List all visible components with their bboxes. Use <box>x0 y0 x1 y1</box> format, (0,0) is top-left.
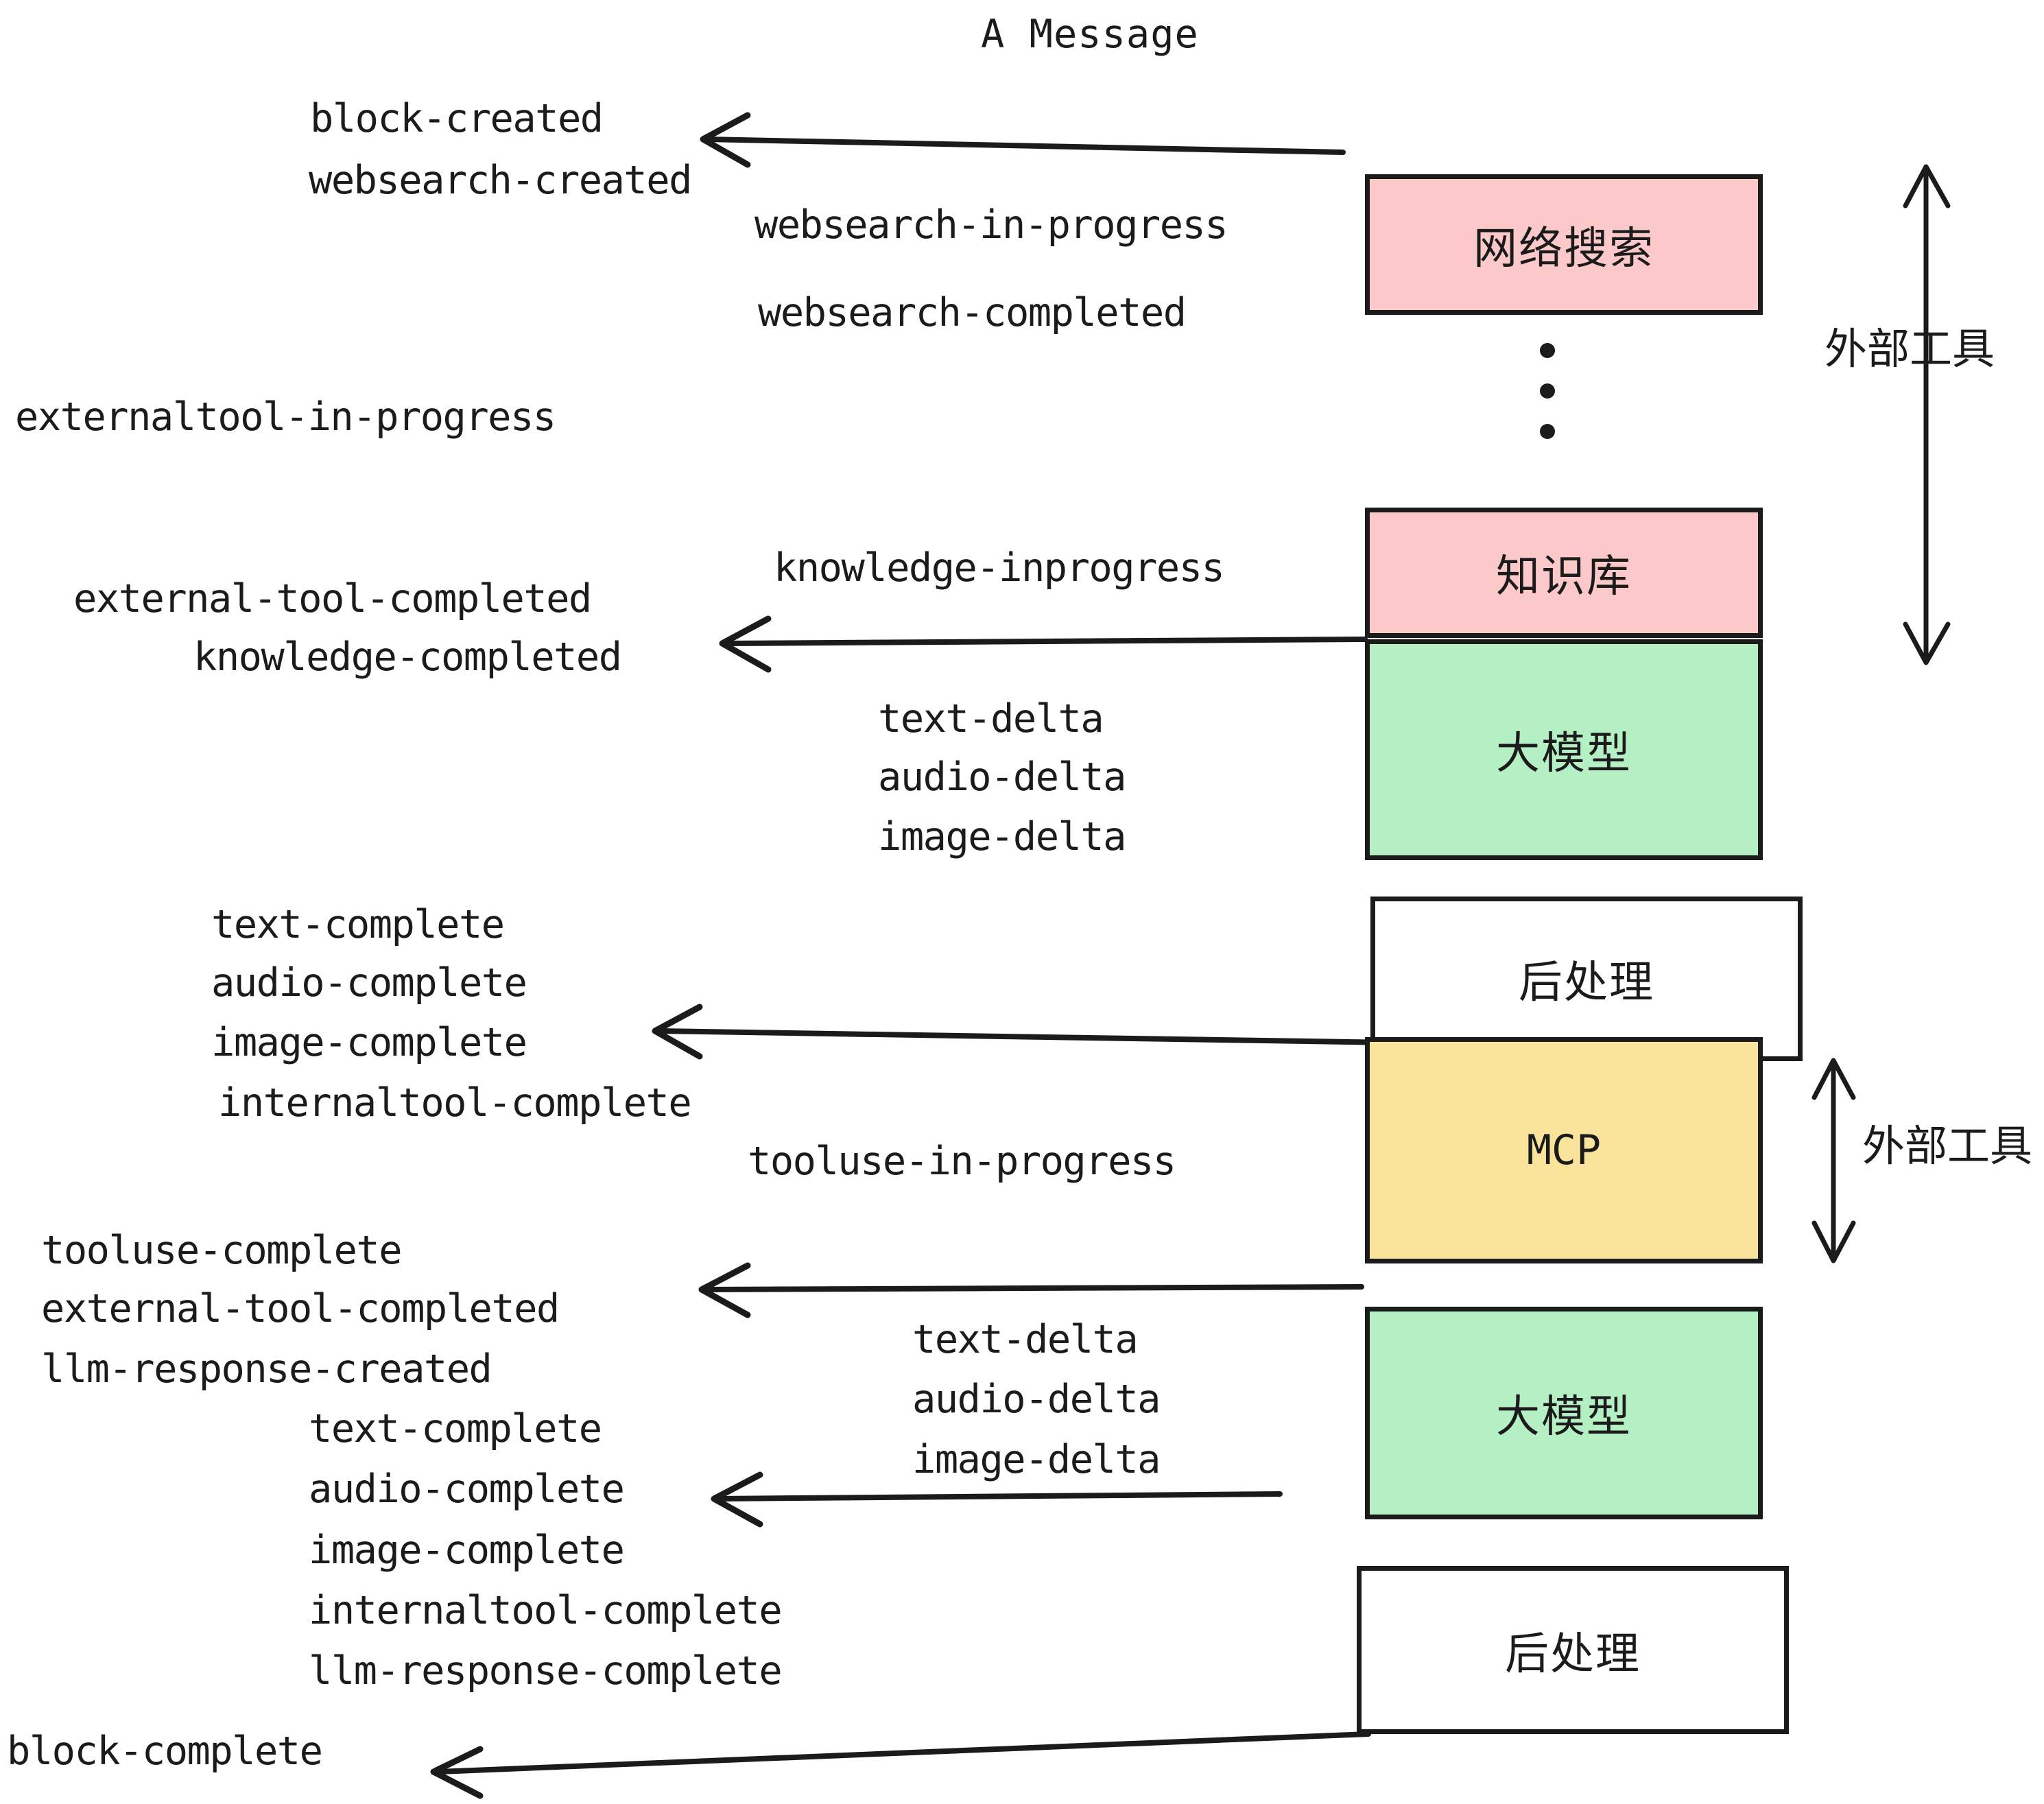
event-block-created: block-created <box>310 96 604 141</box>
box-postprocess-bottom-label: 后处理 <box>1505 1628 1641 1680</box>
event-audio-complete-2: audio-complete <box>309 1467 625 1512</box>
event-text-complete-1: text-complete <box>211 902 505 947</box>
event-audio-complete-1: audio-complete <box>211 960 527 1006</box>
event-llm-response-created: llm-response-created <box>41 1346 492 1392</box>
box-llm-bottom-label: 大模型 <box>1496 1392 1632 1443</box>
double-arrow-external-tools-lower <box>1811 1058 1856 1263</box>
box-knowledge[interactable]: 知识库 <box>1365 508 1763 638</box>
ellipsis-dots <box>1540 343 1555 439</box>
event-image-complete-1: image-complete <box>211 1020 527 1065</box>
arrow-mcp-to-tooluse-complete <box>698 1262 1364 1318</box>
event-tooluse-complete: tooluse-complete <box>41 1228 403 1273</box>
box-postprocess-top[interactable]: 后处理 <box>1370 897 1803 1061</box>
arrow-websearch-to-block-created <box>700 112 1346 168</box>
event-knowledge-completed: knowledge-completed <box>193 634 622 680</box>
event-external-tool-completed-2: external-tool-completed <box>41 1286 560 1331</box>
box-llm-top[interactable]: 大模型 <box>1365 639 1763 860</box>
box-knowledge-label: 知识库 <box>1496 551 1632 602</box>
event-audio-delta-1: audio-delta <box>878 755 1127 800</box>
event-websearch-created: websearch-created <box>309 158 692 203</box>
box-postprocess-top-label: 后处理 <box>1519 958 1654 1008</box>
event-llm-response-complete: llm-response-complete <box>309 1648 783 1694</box>
event-block-complete: block-complete <box>7 1729 323 1774</box>
box-websearch-label: 网络搜索 <box>1473 223 1654 274</box>
event-tooluse-in-progress: tooluse-in-progress <box>748 1139 1176 1184</box>
event-internaltool-complete-1: internaltool-complete <box>218 1080 692 1126</box>
box-llm-top-label: 大模型 <box>1496 728 1632 779</box>
event-websearch-in-progress: websearch-in-progress <box>754 202 1228 248</box>
event-knowledge-inprogress: knowledge-inprogress <box>774 545 1225 591</box>
box-websearch[interactable]: 网络搜索 <box>1365 174 1763 315</box>
event-image-delta-2: image-delta <box>912 1437 1161 1482</box>
event-internaltool-complete-2: internaltool-complete <box>309 1588 783 1633</box>
event-externaltool-in-progress: externaltool-in-progress <box>15 394 556 440</box>
box-llm-bottom[interactable]: 大模型 <box>1365 1307 1763 1519</box>
side-label-external-tools-lower: 外部工具 <box>1862 1121 2033 1171</box>
box-mcp-label: MCP <box>1526 1126 1602 1174</box>
event-image-complete-2: image-complete <box>309 1528 625 1573</box>
side-label-external-tools-upper: 外部工具 <box>1825 324 1995 374</box>
event-audio-delta-2: audio-delta <box>912 1377 1161 1422</box>
box-postprocess-bottom[interactable]: 后处理 <box>1357 1566 1789 1734</box>
event-websearch-completed: websearch-completed <box>758 290 1187 335</box>
diagram-title: A Message <box>981 12 1199 57</box>
event-image-delta-1: image-delta <box>878 814 1127 859</box>
double-arrow-external-tools-upper <box>1903 164 1951 665</box>
arrow-postprocess-to-image-complete <box>652 1004 1394 1060</box>
event-text-delta-2: text-delta <box>912 1317 1139 1362</box>
event-text-delta-1: text-delta <box>878 696 1104 741</box>
event-text-complete-2: text-complete <box>309 1406 602 1451</box>
box-mcp[interactable]: MCP <box>1365 1037 1763 1263</box>
arrow-llm-to-knowledge-completed <box>719 615 1368 673</box>
arrow-block-complete <box>430 1731 1371 1799</box>
event-external-tool-completed-1: external-tool-completed <box>73 576 592 621</box>
